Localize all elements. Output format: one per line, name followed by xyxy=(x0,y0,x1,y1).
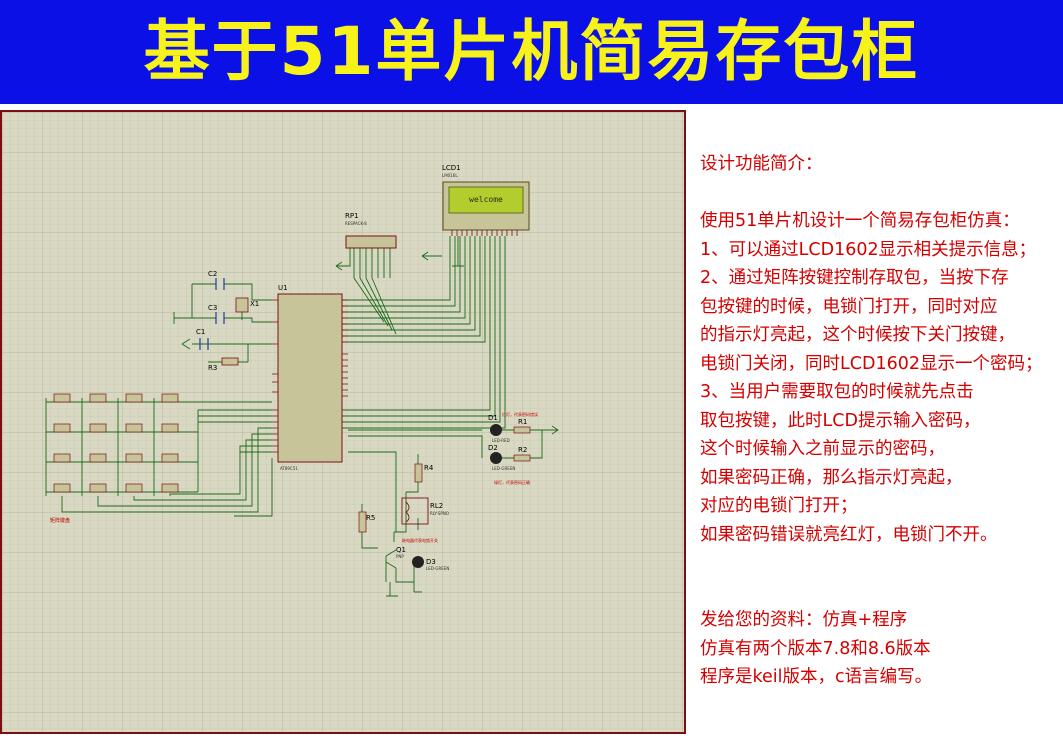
lcd-display-text: welcome xyxy=(469,195,503,204)
svg-text:LED-GREEN: LED-GREEN xyxy=(426,566,449,571)
lcd-screen xyxy=(448,186,524,214)
description-line: 2、通过矩阵按键控制存取包，当按下存 xyxy=(700,268,1009,288)
description-line: 的指示灯亮起，这个时候按下关门按键， xyxy=(700,325,1015,345)
lcd-ref: LCD1 xyxy=(442,164,461,172)
materials-line: 程序是keil版本，c语言编写。 xyxy=(700,667,933,687)
spacer xyxy=(700,578,1060,607)
svg-text:R1: R1 xyxy=(518,418,527,426)
description-heading: 设计功能简介： xyxy=(700,154,823,174)
mcu-u1: U1 AT89C51 xyxy=(272,284,348,471)
description-line: 1、可以通过LCD1602显示相关提示信息； xyxy=(700,239,1037,260)
svg-text:R2: R2 xyxy=(518,446,527,454)
description-line: 电锁门关闭，同时LCD1602显示一个密码； xyxy=(700,353,1043,374)
description-line: 使用51单片机设计一个简易存包柜仿真： xyxy=(700,211,1020,231)
spacer xyxy=(700,179,1060,208)
materials-line: 仿真有两个版本7.8和8.6版本 xyxy=(700,638,931,659)
description-line: 包按键的时候，电锁门打开，同时对应 xyxy=(700,296,998,317)
label-c1: C1 xyxy=(196,328,205,336)
svg-text:RP1: RP1 xyxy=(345,212,359,220)
relay-section: R4 R5 RL2 Q1 D3 RLY-SPNO PNP LED-GREEN 继… xyxy=(348,451,449,597)
svg-text:继电器代表电锁开关: 继电器代表电锁开关 xyxy=(402,537,438,543)
svg-text:RESPACK-8: RESPACK-8 xyxy=(345,221,367,226)
resistor-pack-rp1: RP1 RESPACK-8 xyxy=(335,212,397,278)
svg-text:LED-GREEN: LED-GREEN xyxy=(492,466,515,471)
svg-text:R5: R5 xyxy=(366,514,375,522)
svg-text:RLY-SPNO: RLY-SPNO xyxy=(430,511,449,516)
lcd-part: LM016L xyxy=(442,173,458,178)
svg-text:PNP: PNP xyxy=(396,554,404,559)
svg-text:D1: D1 xyxy=(488,414,498,422)
svg-text:D3: D3 xyxy=(426,558,436,566)
description-line: 如果密码错误就亮红灯，电锁门不开。 xyxy=(700,524,998,545)
schematic-panel: LCD1 LM016L welcome RP1 RESPACK-8 xyxy=(0,110,686,734)
label-r3: R3 xyxy=(208,364,217,372)
description-line: 3、当用户需要取包的时候就先点击 xyxy=(700,382,974,402)
description-line: 这个时候输入之前显示的密码， xyxy=(700,439,945,459)
page-title: 基于51单片机简易存包柜 xyxy=(143,13,920,90)
data-bus-wires xyxy=(342,236,506,429)
lcd-module: LCD1 LM016L welcome xyxy=(442,164,530,236)
description-line: 如果密码正确，那么指示灯亮起， xyxy=(700,467,963,488)
spacer xyxy=(700,549,1060,578)
svg-text:D2: D2 xyxy=(488,444,498,452)
svg-text:R4: R4 xyxy=(424,464,434,472)
svg-text:U1: U1 xyxy=(278,284,288,292)
indicator-leds: D1 D2 R1 R2 LED-RED LED-GREEN 红灯，代表密码错误 … xyxy=(348,411,559,485)
svg-text:绿灯，代表密码正确: 绿灯，代表密码正确 xyxy=(494,479,530,485)
title-banner: 基于51单片机简易存包柜 xyxy=(0,0,1063,104)
svg-text:Q1: Q1 xyxy=(396,546,406,554)
description-line: 对应的电锁门打开； xyxy=(700,496,858,516)
description-line: 取包按键，此时LCD提示输入密码， xyxy=(700,410,981,431)
label-x1: X1 xyxy=(250,300,259,308)
svg-text:RL2: RL2 xyxy=(430,502,443,510)
keypad-matrix: 矩阵键盘 xyxy=(45,393,273,524)
materials-line: 发给您的资料：仿真+程序 xyxy=(700,610,908,630)
circuit-schematic: LCD1 LM016L welcome RP1 RESPACK-8 xyxy=(2,112,684,732)
label-c2: C2 xyxy=(208,270,217,278)
svg-text:红灯，代表密码错误: 红灯，代表密码错误 xyxy=(502,411,538,417)
svg-text:AT89C51: AT89C51 xyxy=(280,466,298,471)
label-c3: C3 xyxy=(208,304,217,312)
design-description: 设计功能简介： 使用51单片机设计一个简易存包柜仿真： 1、可以通过LCD160… xyxy=(700,150,1060,730)
keypad-label: 矩阵键盘 xyxy=(50,517,70,524)
svg-text:LED-RED: LED-RED xyxy=(492,438,510,443)
